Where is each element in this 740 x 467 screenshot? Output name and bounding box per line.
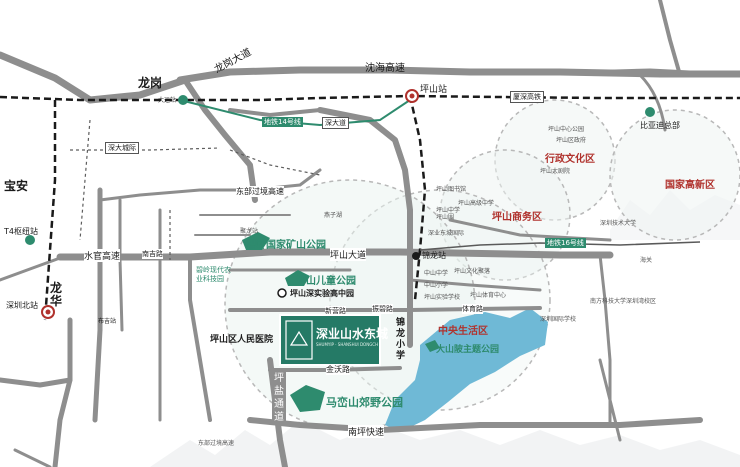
school-pingshan-high: 坪山深实验高中园 [290, 289, 354, 298]
metro-16-line [419, 241, 701, 251]
poi-tech-university: 深圳技术大学 [600, 220, 637, 227]
poi-intl-school: 聚龙站 [240, 228, 259, 235]
railways [0, 94, 740, 321]
road-shuiguan: 水官高速 [84, 249, 121, 262]
district-baoan: 宝安 [4, 179, 29, 193]
poi-dongbu: 东部过境高速 [198, 440, 235, 447]
metro-16-label: 地铁16号线 [545, 238, 586, 248]
poi-zhongshan-primary: 中山小学 [424, 282, 449, 289]
park-blobs [242, 232, 440, 412]
station-t4: T4枢纽站 [4, 227, 38, 236]
zone-business: 坪山商务区 [492, 212, 542, 223]
poi-pingshan-wei: 坪山围 [436, 214, 455, 221]
road-dongbu: 东部过境高速 [236, 186, 284, 197]
road-pingshan-avenue: 坪山大道 [330, 248, 367, 261]
project-block [279, 314, 381, 366]
station-buji: 布吉站 [98, 318, 117, 325]
label-jinlong-school: 锦龙小学 [396, 318, 406, 361]
dashan-lake [385, 308, 548, 432]
zone-central-life: 中央生活区 [438, 326, 488, 337]
poi-library: 坪山图书馆 [436, 186, 467, 193]
poi-exp-school: 坪山实验学校 [424, 294, 461, 301]
park-dashan: 大山陂主题公园 [436, 345, 500, 355]
metro-14-line [179, 99, 411, 127]
poi-pingshan-middle: 坪山中学 [436, 207, 461, 214]
poi-sports-center: 坪山体育中心 [470, 292, 507, 299]
road-pingyan: 坪盐通道 [272, 372, 286, 424]
road-tiyu: 体育路 [462, 304, 483, 314]
poi-customs: 海关 [640, 257, 653, 264]
dashed-grey-lines [70, 119, 321, 260]
road-nanji: 南吉路 [142, 249, 163, 259]
poi-center-park: 坪山中心公园 [548, 126, 585, 133]
park-children: 坪山儿童公园 [296, 276, 356, 287]
station-markers [25, 89, 655, 319]
bilin-tech-park: 碧岭现代农业科技园 [196, 266, 231, 283]
project-subtitle: SHUMYIP · SHANSHUI DONGCHENG [316, 342, 378, 347]
road-jinxiu: 金沃路 [326, 364, 350, 375]
poi-culture: 坪山文化聚落 [454, 268, 491, 275]
metro-14-label: 地铁14号线 [262, 117, 303, 127]
road-zhenbi: 振碧路 [372, 304, 393, 314]
district-longhua: 龙华 [50, 281, 63, 308]
road-shenhai: 沈海高速 [365, 63, 405, 74]
poi-theatre: 坪山大剧院 [540, 168, 571, 175]
district-longgang: 龙岗 [138, 76, 163, 90]
zone-admin-culture: 行政文化区 [545, 154, 595, 165]
station-julong: 比亚迪总部 [640, 121, 680, 130]
poi-sustech: 南方科技大学深圳湾校区 [590, 298, 657, 305]
poi-yanzi-lake: 燕子湖 [324, 212, 343, 219]
station-shenzhen-north: 深圳北站 [6, 301, 38, 310]
station-dayun: 大运站 [158, 97, 177, 104]
zone-hitech: 国家高新区 [665, 180, 715, 191]
poi-byd: 深圳国际学校 [540, 316, 577, 323]
road-nanping: 南坪快速 [348, 425, 385, 438]
poi-district-gov: 坪山区政府 [556, 137, 587, 144]
park-bishan-mine: 碧岭国家矿山公园 [246, 240, 326, 251]
project-name: 深业山水东城 [316, 327, 389, 341]
park-mazuoshan: 马峦山郊野公园 [326, 396, 403, 409]
poi-zhongshan-middle: 中山中学 [424, 270, 449, 277]
poi-dongcheng: 深业东城国际 [428, 230, 465, 237]
hospital-pingshan: 坪山区人民医院 [210, 335, 274, 345]
poi-high-school: 坪山高级中学 [458, 200, 495, 207]
road-xinying: 新营路 [325, 306, 346, 316]
rail-xiashen: 厦深高铁 [510, 91, 544, 103]
road-shenda: 深大道 [322, 117, 349, 129]
station-jinlong: 锦龙站 [422, 251, 446, 260]
zone-circles [224, 99, 740, 431]
station-pingshan: 坪山站 [420, 85, 448, 95]
rail-shenda: 深大城际 [105, 142, 139, 154]
